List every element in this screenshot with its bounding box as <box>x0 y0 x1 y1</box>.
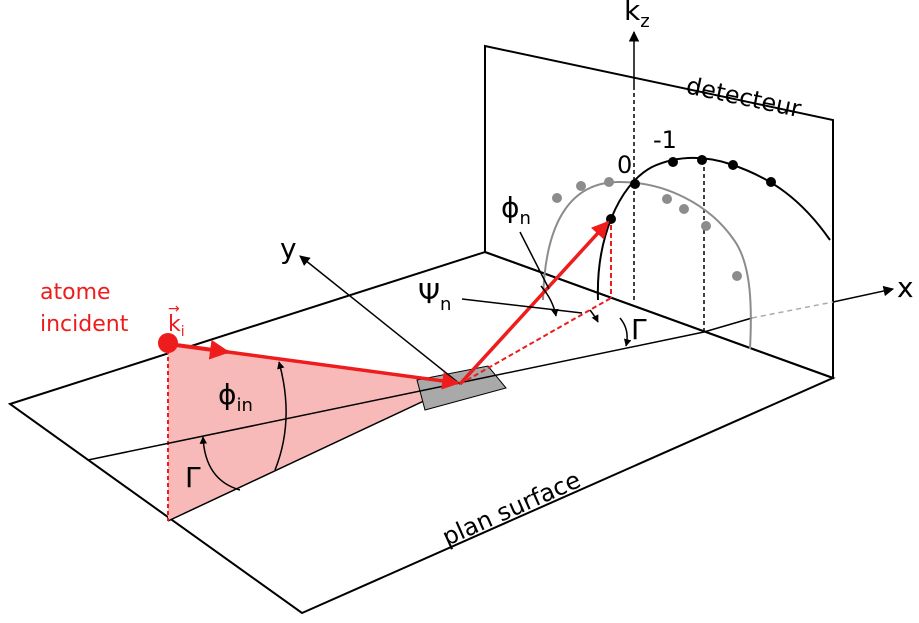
svg-text:→: → <box>168 301 180 317</box>
svg-text:ki: ki <box>168 312 185 340</box>
x-axis-label: x <box>897 271 914 304</box>
phi-in-angle-arc <box>274 361 287 471</box>
x-axis-hidden <box>751 301 834 319</box>
gamma-left-angle-arc <box>199 436 241 491</box>
x-axis-outside <box>832 285 895 303</box>
projection-line <box>87 331 705 461</box>
scattered-beam <box>458 220 610 386</box>
incident-atom <box>158 333 178 353</box>
plane-label: plan surface <box>438 466 585 552</box>
order-minus-one-label: -1 <box>653 126 677 154</box>
sample <box>416 365 507 411</box>
incident-label-line1: atome <box>40 280 111 305</box>
psi-n-label: Ψn <box>418 277 451 315</box>
secondary-diffraction-arc <box>542 180 752 350</box>
phi-in-label: ϕin <box>218 378 253 416</box>
kz-label: kz <box>624 0 650 32</box>
incident-beam <box>227 350 460 390</box>
incident-plane-edge <box>167 383 461 522</box>
secondary-spots <box>552 177 742 281</box>
detector-label: detecteur <box>684 71 804 123</box>
phi-n-label: ϕn <box>501 191 531 229</box>
gamma-right-label: Γ <box>631 313 647 346</box>
incident-label-line2: incident <box>40 312 129 337</box>
x-axis <box>703 317 753 333</box>
detector-screen <box>484 44 834 380</box>
diffraction-arc <box>596 157 831 301</box>
gamma-right-angle-arc <box>619 317 632 347</box>
y-axis-label: y <box>280 232 297 265</box>
incident-wavevector <box>175 339 230 360</box>
phi-n-angle-arc <box>540 285 559 317</box>
ki-label: → ki <box>168 301 185 340</box>
gamma-left-label: Γ <box>185 461 201 494</box>
order-zero-label: 0 <box>617 151 632 179</box>
psi-n-angle-arc <box>589 309 599 323</box>
incident-plane-fill <box>168 343 460 521</box>
scattered-projection <box>459 297 612 385</box>
phi-n-leader <box>519 231 550 290</box>
psi-n-leader <box>461 298 583 314</box>
y-axis <box>299 255 461 385</box>
